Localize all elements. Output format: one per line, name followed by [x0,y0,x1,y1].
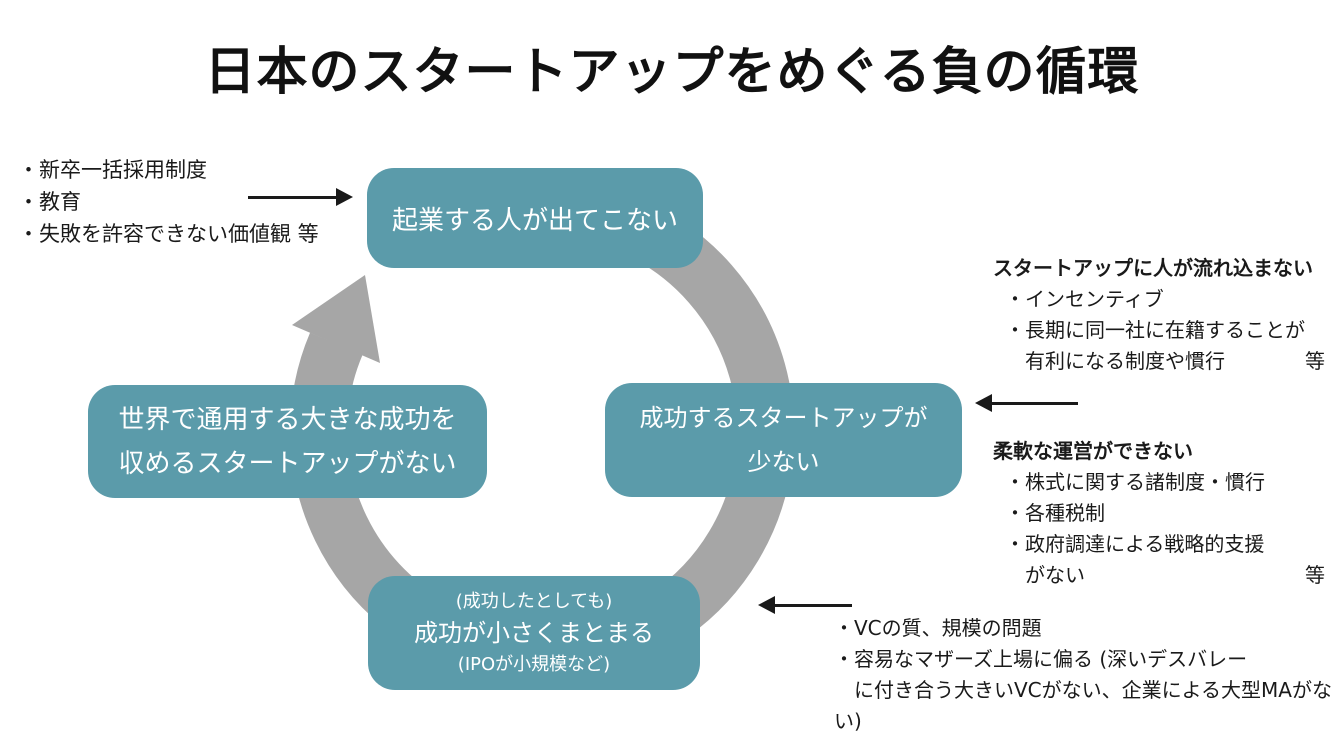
cycle-box-no-founders: 起業する人が出てこない [367,168,703,268]
cycle-arrowhead-icon [292,275,380,363]
annotation-inflexible-management: 柔軟な運営ができない ・株式に関する諸制度・慣行 ・各種税制 ・政府調達による戦… [993,436,1338,591]
box-line-pre: (成功したとしても) [455,591,613,612]
box-line-main: 成功が小さくまとまる [414,619,654,647]
arrow-shaft [775,603,852,607]
arrow-head-icon [336,188,353,206]
annotation-line: ・新卒一括採用制度 [18,158,207,182]
arrow-head-icon [758,596,775,614]
annotation-line: ・長期に同一社に在籍することが [1005,318,1305,342]
cycle-box-few-successful-startups: 成功するスタートアップが 少ない [605,383,962,497]
annotation-line: ・株式に関する諸制度・慣行 [1005,470,1265,494]
pointer-arrow-left-icon [758,596,852,614]
annotation-line: ・教育 [18,190,81,214]
annotation-heading: 柔軟な運営ができない [993,439,1193,463]
annotation-line: ・政府調達による戦略的支援 [1005,532,1265,556]
annotation-talent-inflow: スタートアップに人が流れ込まない ・インセンティブ ・長期に同一社に在籍すること… [993,253,1338,377]
annotation-line: ・各種税制 [1005,501,1105,525]
annotation-heading: スタートアップに人が流れ込まない [993,256,1313,280]
annotation-line: 有利になる制度や慣行 等 [1005,349,1325,373]
arrow-shaft [248,195,336,199]
annotation-line: に付き合う大きいVCがない、企業による大型MAがない) [834,678,1332,733]
box-line: 世界で通用する大きな成功を [118,404,457,435]
annotation-line: ・インセンティブ [1005,287,1164,311]
box-line: 収めるスタートアップがない [118,448,457,479]
arrow-head-icon [975,394,992,412]
annotation-line: がない 等 [1005,563,1325,587]
annotation-vc-quality: ・VCの質、規模の問題 ・容易なマザーズ上場に偏る (深いデスバレー に付き合う… [834,613,1339,737]
box-line: 起業する人が出てこない [391,205,678,236]
cycle-box-small-success: (成功したとしても) 成功が小さくまとまる (IPOが小規模など) [368,576,700,690]
pointer-arrow-left-icon [975,394,1078,412]
pointer-arrow-right-icon [248,188,353,206]
arrow-shaft [992,401,1078,405]
annotation-line: ・失敗を許容できない価値観 等 [18,222,319,246]
cycle-box-no-global-success: 世界で通用する大きな成功を 収めるスタートアップがない [88,385,487,498]
page-title: 日本のスタートアップをめぐる負の循環 [204,43,1140,102]
annotation-hiring-education: ・新卒一括採用制度 ・教育 ・失敗を許容できない価値観 等 [18,154,319,250]
box-line: 少ない [747,448,820,476]
box-line-post: (IPOが小規模など) [457,654,611,675]
annotation-line: ・VCの質、規模の問題 [834,616,1042,640]
annotation-line: ・容易なマザーズ上場に偏る (深いデスバレー [834,647,1248,671]
box-line: 成功するスタートアップが [639,404,928,432]
